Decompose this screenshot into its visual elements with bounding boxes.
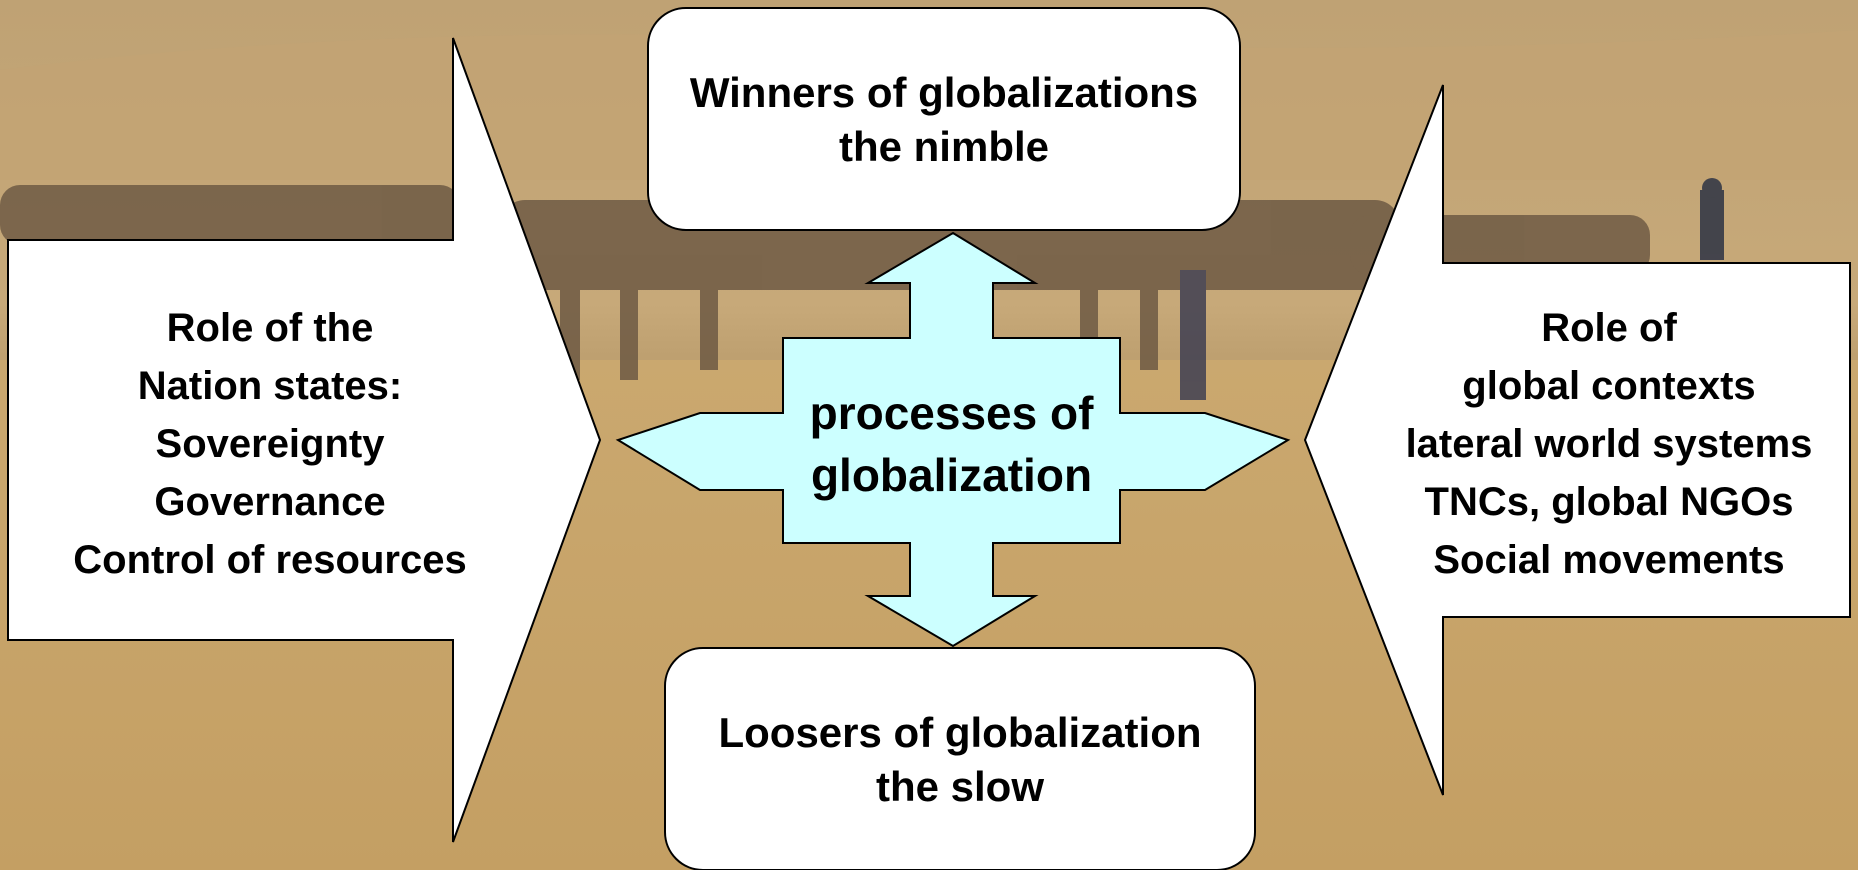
winners-title: Winners of globalizations (689, 69, 1199, 116)
nation-states-line: Role of the (166, 306, 374, 350)
loosers-subtitle: the slow (875, 763, 1045, 810)
nation-states-line: Governance (154, 480, 386, 524)
winners-box: Winners of globalizations the nimble (648, 66, 1240, 174)
global-contexts-label: Role of global contexts lateral world sy… (1360, 299, 1858, 589)
center-cross-arrow-shape (615, 231, 1291, 648)
global-contexts-line: Role of (1541, 306, 1677, 350)
left-arrow-shape (7, 37, 602, 843)
nation-states-line: Nation states: (137, 364, 403, 408)
global-contexts-line: Social movements (1433, 538, 1785, 582)
winners-subtitle: the nimble (838, 123, 1050, 170)
nation-states-label: Role of the Nation states: Sovereignty G… (10, 299, 530, 589)
center-line-2: globalization (810, 449, 1093, 501)
global-contexts-line: global contexts (1462, 364, 1756, 408)
loosers-box: Loosers of globalization the slow (665, 706, 1255, 814)
top-box-shape (647, 7, 1241, 231)
bottom-box-shape (664, 647, 1256, 870)
center-label: processes of globalization (783, 382, 1120, 506)
loosers-title: Loosers of globalization (718, 709, 1202, 756)
global-contexts-line: TNCs, global NGOs (1424, 480, 1794, 524)
global-contexts-line: lateral world systems (1405, 422, 1813, 466)
right-arrow-shape (1303, 84, 1851, 796)
nation-states-line: Sovereignty (155, 422, 385, 466)
center-line-1: processes of (809, 387, 1094, 439)
nation-states-line: Control of resources (73, 538, 467, 582)
